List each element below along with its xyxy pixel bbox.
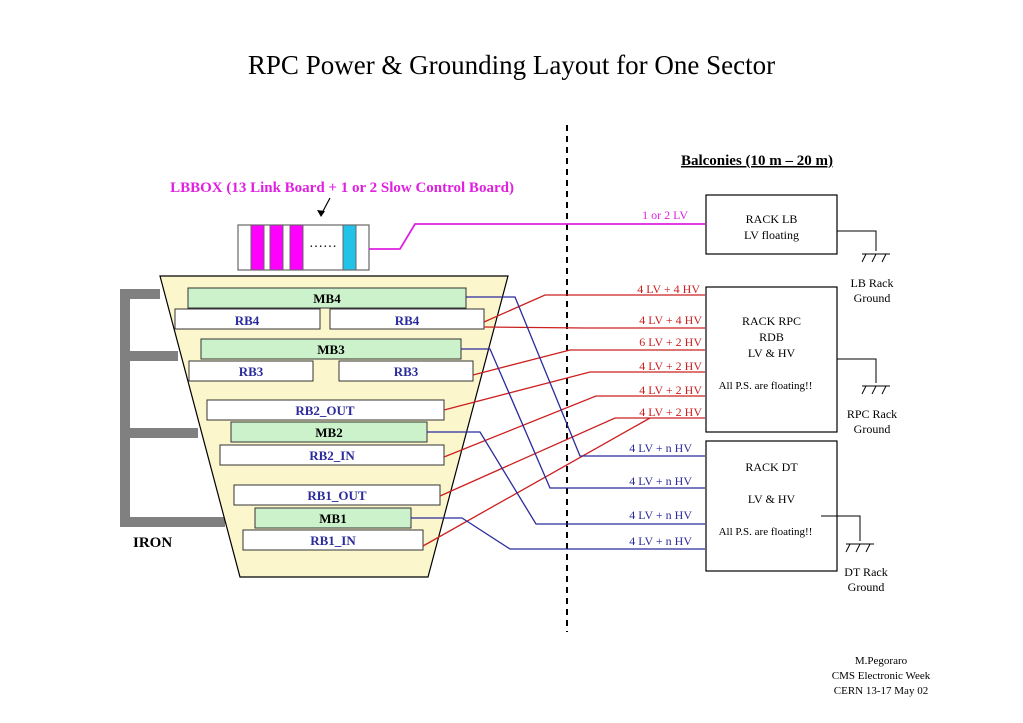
dt-cable-4 [411, 517, 705, 550]
footer: M.Pegoraro CMS Electronic Week CERN 13-1… [801, 654, 961, 699]
mb4-label: MB4 [313, 291, 341, 306]
rb2-in-label: RB2_IN [309, 448, 355, 463]
dt-cable-labels: 4 LV + n HV 4 LV + n HV 4 LV + n HV 4 LV… [629, 441, 692, 548]
rpc-cable-4 [443, 371, 705, 411]
rpc-cable-6 [439, 417, 705, 497]
dt-cable-3 [427, 431, 705, 525]
balconies-label: Balconies (10 m – 20 m) [681, 153, 833, 169]
rb4-left-label: RB4 [235, 313, 260, 328]
mb4-chamber [187, 287, 467, 309]
footer-place-date: CERN 13-17 May 02 [833, 685, 929, 697]
iron-structure [120, 289, 225, 527]
rb1-out-label: RB1_OUT [307, 488, 367, 503]
rpc-cables [422, 294, 705, 547]
dt-cable-1 [466, 296, 705, 457]
rb1-out-chamber [233, 484, 441, 506]
lbbox-arrow [321, 197, 331, 214]
lbbox-arrowhead [317, 210, 325, 217]
rb3-left-chamber [188, 360, 314, 382]
lbbox-dots: ······ [309, 240, 337, 255]
lbbox-label: LBBOX (13 Link Board + 1 or 2 Slow Contr… [170, 180, 514, 196]
lbbox: ······ [237, 224, 370, 271]
dt-cable-label-1: 4 LV + n HV [629, 441, 692, 455]
mb2-label: MB2 [315, 425, 342, 440]
mb1-label: MB1 [319, 511, 346, 526]
rpc-cable-label-5: 4 LV + 2 HV [639, 383, 702, 397]
rpc-cable-2 [483, 326, 705, 329]
ground-lb-symbol [837, 230, 890, 263]
rack-rpc-note: All P.S. are floating!! [718, 380, 813, 392]
rpc-cable-label-6: 4 LV + 2 HV [639, 405, 702, 419]
rb1-in-label: RB1_IN [310, 533, 356, 548]
iron-label: IRON [133, 535, 172, 551]
rack-rpc [705, 286, 838, 433]
footer-event: CMS Electronic Week [831, 670, 931, 682]
rb3-left-label: RB3 [239, 364, 264, 379]
rb1-in-chamber [242, 529, 424, 551]
rpc-cable-label-4: 4 LV + 2 HV [639, 359, 702, 373]
rpc-cable-label-1: 4 LV + 4 HV [637, 282, 700, 296]
ground-rpc-label: RPC Rack Ground [846, 407, 898, 436]
rpc-cable-5 [443, 395, 705, 458]
rack-dt [705, 440, 838, 572]
rpc-cable-label-2: 4 LV + 4 HV [639, 313, 702, 327]
rb4-right-label: RB4 [395, 313, 420, 328]
dt-cable-label-4: 4 LV + n HV [629, 534, 692, 548]
dt-cable-label-3: 4 LV + n HV [629, 508, 692, 522]
lb-cable-label: 1 or 2 LV [642, 208, 688, 222]
dt-cable-label-2: 4 LV + n HV [629, 474, 692, 488]
dt-cables [411, 296, 705, 550]
rack-rpc-label: RACK RPC RDB LV & HV [741, 314, 802, 360]
lb-cable [369, 223, 705, 250]
chambers: MB4 RB4 RB4 MB3 RB3 RB3 RB2_OUT MB2 RB2_… [174, 287, 485, 551]
rpc-cable-1 [483, 294, 705, 323]
rpc-cable-labels: 4 LV + 4 HV 4 LV + 4 HV 6 LV + 2 HV 4 LV… [637, 282, 702, 419]
rack-lb [705, 194, 838, 255]
ground-dt-label: DT Rack Ground [844, 565, 888, 594]
rack-lb-label: RACK LB LV floating [743, 212, 799, 242]
ground-dt-symbol [821, 515, 874, 553]
rb3-right-label: RB3 [394, 364, 419, 379]
rb2-in-chamber [219, 444, 445, 466]
footer-author: M.Pegoraro [854, 655, 908, 667]
rb2-out-label: RB2_OUT [295, 403, 355, 418]
rb4-left-chamber [174, 308, 321, 330]
rack-dt-label: RACK DT LV & HV [745, 460, 798, 506]
mb3-label: MB3 [317, 342, 345, 357]
rack-dt-note: All P.S. are floating!! [718, 526, 813, 538]
page-title: RPC Power & Grounding Layout for One Sec… [247, 50, 776, 80]
rpc-cable-7 [422, 417, 651, 547]
ground-lb-label: LB Rack Ground [850, 276, 894, 305]
rpc-cable-3 [472, 349, 705, 376]
ground-rpc-symbol [837, 358, 890, 395]
rpc-cable-label-3: 6 LV + 2 HV [639, 335, 702, 349]
dt-cable-2 [461, 348, 705, 489]
rb3-right-chamber [338, 360, 474, 382]
rb4-right-chamber [329, 308, 485, 330]
